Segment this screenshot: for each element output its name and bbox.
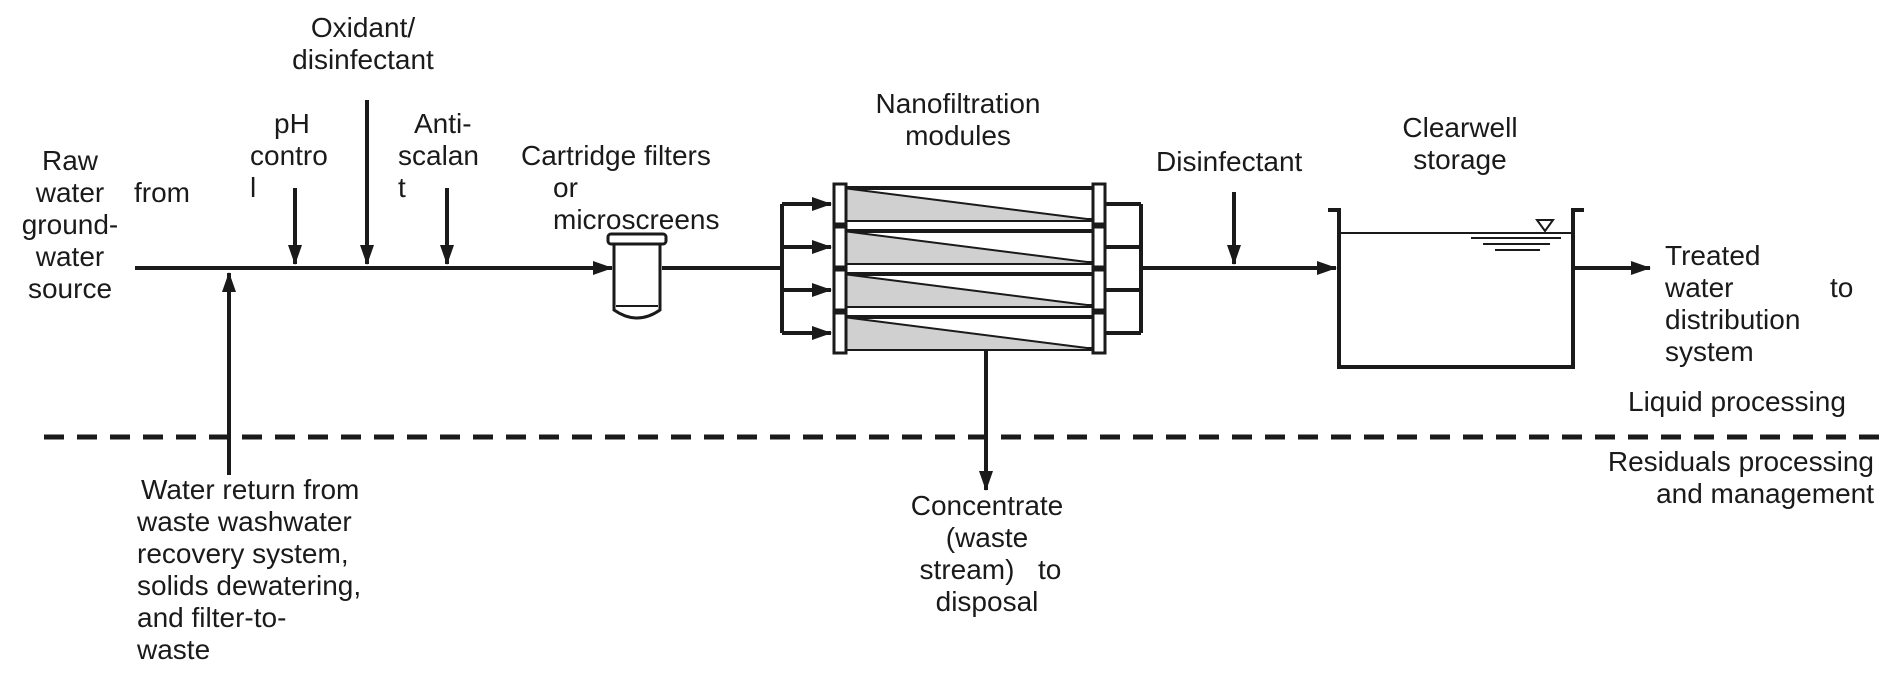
nf-module-3: [832, 268, 1107, 312]
label-treated-water-to: to: [1830, 272, 1854, 303]
nf-module-4: [832, 311, 1107, 355]
label-oxidant-disinfectant: Oxidant/ disinfectant: [292, 12, 434, 75]
nf-module-2: [832, 225, 1107, 269]
label-raw-water-from: from: [134, 177, 190, 208]
label-water-return: Water return from waste washwater recove…: [137, 474, 362, 665]
nf-module-1: [832, 182, 1107, 226]
label-cartridge-filters: Cartridge filters or microscreens: [521, 140, 720, 235]
label-clearwell-storage: Clearwell storage: [1402, 112, 1518, 175]
clearwell-tank: [1328, 208, 1584, 369]
label-concentrate: Concentrate (waste stream) disposal: [910, 490, 1064, 617]
label-residuals-processing: Residuals processing and management: [1607, 446, 1874, 509]
label-ph-control: pH contro l: [250, 108, 328, 203]
label-antiscalant: Anti- scalan t: [398, 108, 479, 203]
label-disinfectant: Disinfectant: [1156, 146, 1303, 177]
nf-outlet-manifold: [1105, 202, 1143, 335]
label-treated-water: Treated water distribution system: [1665, 240, 1801, 367]
label-concentrate-to: to: [1038, 554, 1062, 585]
nanofiltration-modules: [832, 182, 1107, 355]
label-nanofiltration-modules: Nanofiltration modules: [875, 88, 1041, 151]
cartridge-filter: [606, 232, 668, 320]
label-liquid-processing: Liquid processing: [1628, 386, 1846, 417]
nf-inlet-manifold: [780, 197, 832, 340]
label-raw-water: Raw water ground- water source: [21, 145, 119, 304]
